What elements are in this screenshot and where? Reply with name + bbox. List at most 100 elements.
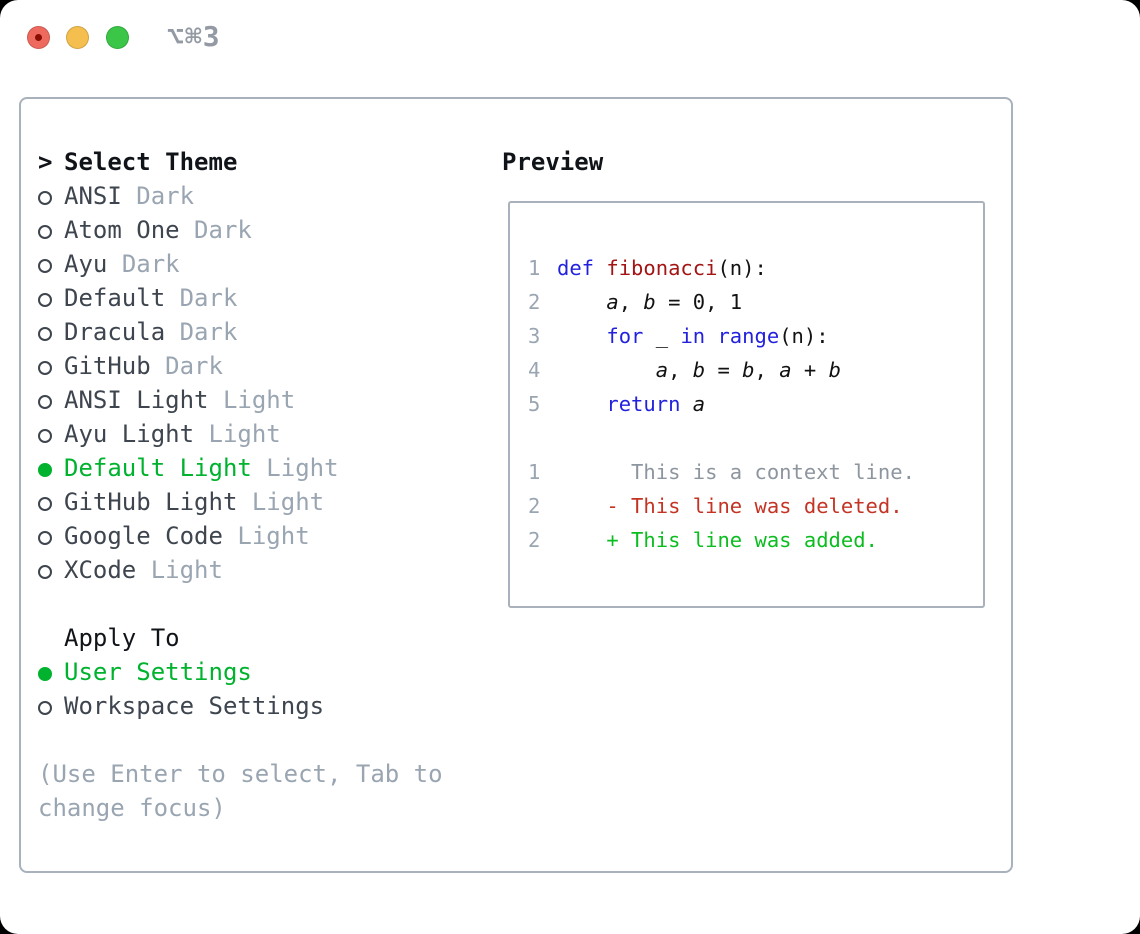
theme-option[interactable]: GitHub Dark bbox=[38, 349, 488, 383]
theme-option[interactable]: Ayu Light Light bbox=[38, 417, 488, 451]
code-line: 4 a, b = b, a + b bbox=[528, 353, 983, 387]
code-token: + bbox=[791, 358, 829, 382]
cursor-marker-icon: > bbox=[38, 148, 53, 176]
code-token bbox=[594, 256, 606, 280]
option-label: ANSI bbox=[64, 182, 122, 210]
option-label: Google Code bbox=[64, 522, 223, 550]
line-number: 5 bbox=[528, 392, 541, 416]
radio-icon bbox=[38, 429, 52, 443]
option-label: Workspace Settings bbox=[64, 692, 325, 720]
code-token: + This line was added. bbox=[606, 528, 878, 552]
radio-icon bbox=[38, 531, 52, 545]
theme-option[interactable]: Dracula Dark bbox=[38, 315, 488, 349]
radio-icon bbox=[38, 327, 52, 341]
help-text: (Use Enter to select, Tab to change focu… bbox=[38, 760, 443, 822]
code-token: (n): bbox=[717, 256, 767, 280]
apply-to-header: Apply To bbox=[38, 621, 488, 655]
apply-target-option[interactable]: User Settings bbox=[38, 655, 488, 689]
close-button[interactable] bbox=[27, 26, 50, 49]
code-token: (n): bbox=[779, 324, 829, 348]
radio-icon bbox=[38, 191, 52, 205]
option-variant-label: Dark bbox=[179, 284, 238, 312]
option-label: Ayu bbox=[64, 250, 108, 278]
code-token bbox=[557, 358, 656, 382]
code-token bbox=[557, 392, 606, 416]
code-token: = bbox=[705, 358, 743, 382]
code-line: 5 return a bbox=[528, 387, 983, 421]
option-variant-label: Dark bbox=[121, 250, 180, 278]
code-token: b bbox=[828, 358, 841, 382]
theme-option[interactable]: Google Code Light bbox=[38, 519, 488, 553]
option-variant-label: Light bbox=[237, 522, 310, 550]
radio-icon bbox=[38, 565, 52, 579]
line-number: 2 bbox=[528, 528, 541, 552]
theme-option[interactable]: ANSI Dark bbox=[38, 179, 488, 213]
code-line: 2 - This line was deleted. bbox=[528, 489, 983, 523]
select-theme-header: >Select Theme bbox=[38, 145, 488, 179]
line-number: 3 bbox=[528, 324, 541, 348]
option-label: User Settings bbox=[64, 658, 252, 686]
window-title-shortcut: ⌥⌘3 bbox=[167, 20, 221, 53]
radio-selected-icon bbox=[38, 667, 52, 681]
code-token: _ bbox=[643, 324, 681, 348]
code-token: This is a context line. bbox=[557, 460, 915, 484]
code-token bbox=[557, 290, 606, 314]
option-variant-label: Dark bbox=[194, 216, 252, 244]
zoom-button[interactable] bbox=[106, 26, 129, 49]
code-token: return bbox=[606, 392, 681, 416]
recording-dot-icon bbox=[35, 34, 42, 41]
option-variant-label: Light bbox=[251, 488, 325, 516]
apply-to-title: Apply To bbox=[64, 624, 180, 652]
option-variant-label: Light bbox=[222, 386, 296, 414]
code-token bbox=[680, 392, 692, 416]
option-label: Default Light bbox=[64, 454, 252, 482]
code-token: a bbox=[692, 392, 706, 416]
option-variant-label: Light bbox=[266, 454, 339, 482]
code-token bbox=[557, 324, 606, 348]
radio-icon bbox=[38, 701, 52, 715]
code-token: in bbox=[680, 324, 706, 348]
theme-option[interactable]: Default Light Light bbox=[38, 451, 488, 485]
theme-option[interactable]: Ayu Dark bbox=[38, 247, 488, 281]
code-token: for bbox=[606, 324, 644, 348]
code-token: a bbox=[606, 290, 619, 314]
code-token: , bbox=[754, 358, 780, 382]
code-token bbox=[557, 494, 606, 518]
option-variant-label: Dark bbox=[165, 352, 223, 380]
option-label: XCode bbox=[64, 556, 137, 584]
theme-option[interactable]: ANSI Light Light bbox=[38, 383, 488, 417]
option-variant-label: Light bbox=[150, 556, 223, 584]
theme-option[interactable]: XCode Light bbox=[38, 553, 488, 587]
option-label: Ayu Light bbox=[64, 420, 195, 448]
code-token: a bbox=[779, 358, 792, 382]
code-token bbox=[705, 324, 717, 348]
preview-title: Preview bbox=[502, 148, 604, 176]
option-variant-label: Dark bbox=[179, 318, 238, 346]
radio-icon bbox=[38, 395, 52, 409]
code-line: 1 This is a context line. bbox=[528, 455, 983, 489]
line-number: 4 bbox=[528, 358, 541, 382]
line-number: 1 bbox=[528, 460, 541, 484]
code-token: , bbox=[618, 290, 644, 314]
apply-target-option[interactable]: Workspace Settings bbox=[38, 689, 488, 723]
theme-option[interactable]: Atom One Dark bbox=[38, 213, 488, 247]
code-token: = bbox=[655, 290, 693, 314]
option-variant-label: Dark bbox=[136, 182, 195, 210]
option-label: Dracula bbox=[64, 318, 166, 346]
minimize-button[interactable] bbox=[66, 26, 89, 49]
option-label: GitHub Light bbox=[64, 488, 238, 516]
code-token: b bbox=[643, 290, 656, 314]
theme-option[interactable]: Default Dark bbox=[38, 281, 488, 315]
code-token: range bbox=[717, 324, 780, 348]
code-token: , bbox=[668, 358, 693, 382]
option-label: GitHub bbox=[64, 352, 151, 380]
theme-option[interactable]: GitHub Light Light bbox=[38, 485, 488, 519]
spacer bbox=[38, 587, 488, 621]
radio-icon bbox=[38, 497, 52, 511]
line-number: 1 bbox=[528, 256, 541, 280]
